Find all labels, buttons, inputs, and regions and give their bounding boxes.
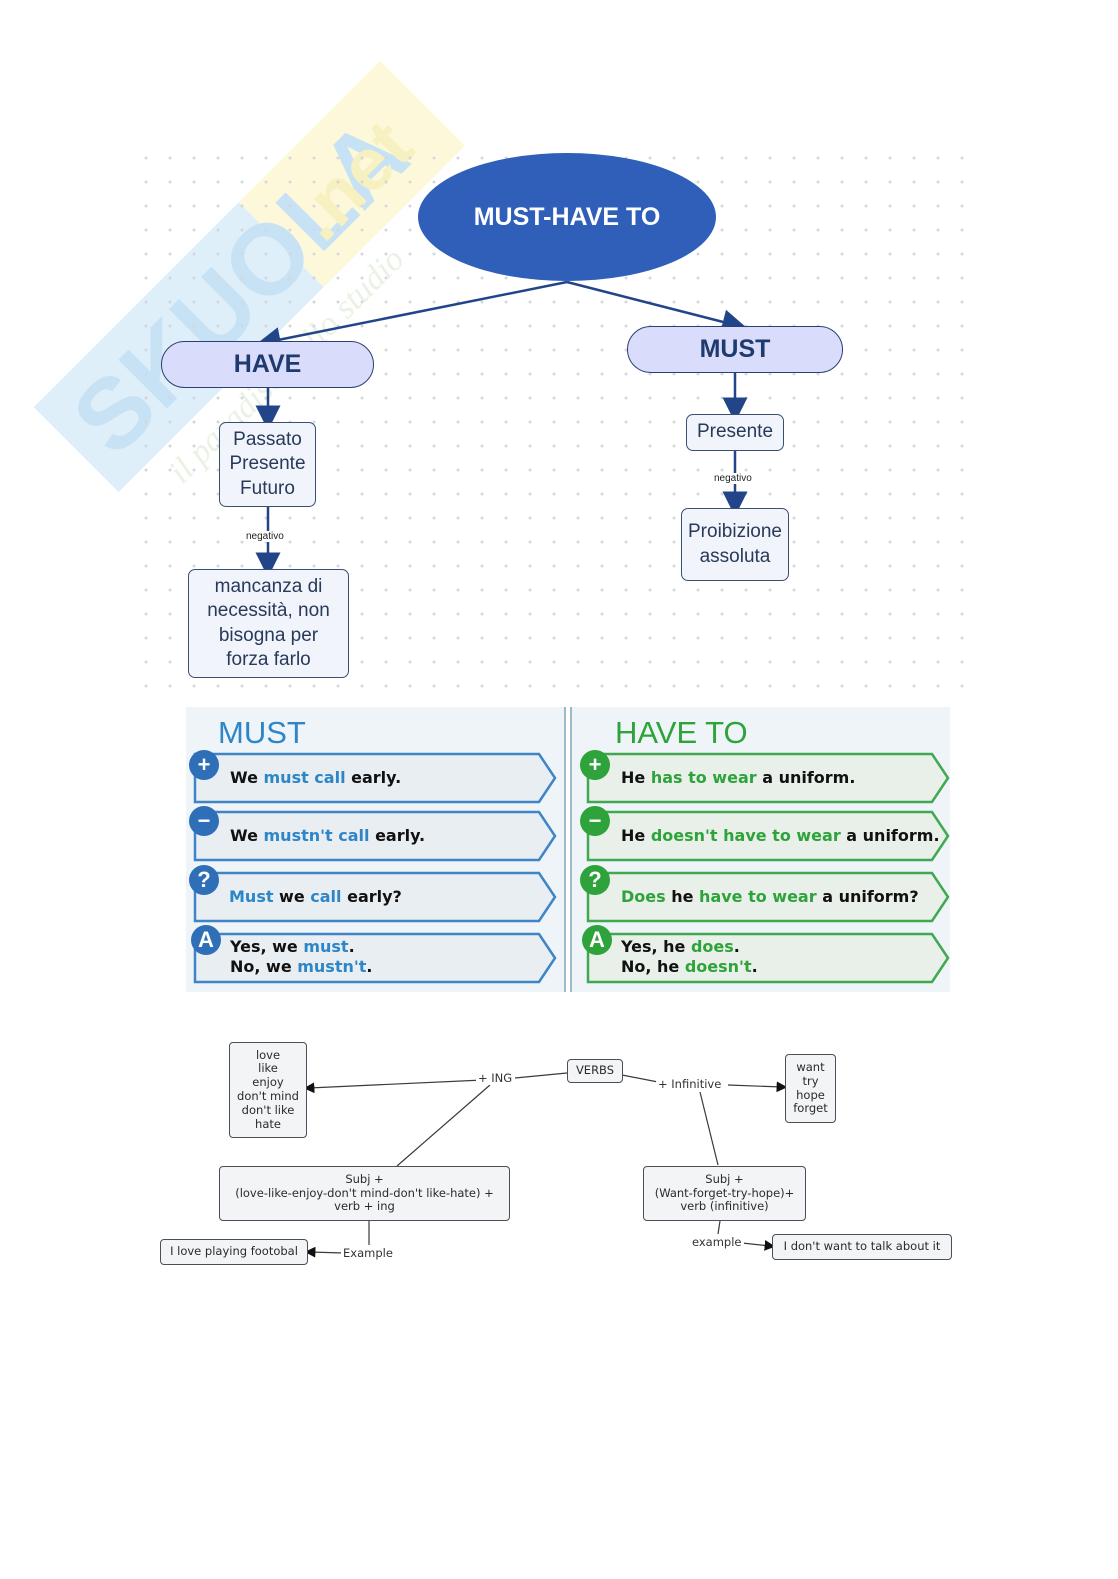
ing-verbs-box: love like enjoy don't mind don't like ha… <box>229 1042 307 1138</box>
have-to-affirmative-row: He has to wear a uniform. <box>621 768 856 787</box>
ing-example-box: I love playing footobal <box>160 1239 308 1265</box>
separator-bottom <box>146 1280 972 1284</box>
must-label: MUST <box>699 335 771 363</box>
must-negative-row: We mustn't call early. <box>230 826 426 845</box>
infinitive-verbs-box: want try hope forget <box>785 1054 836 1123</box>
infinitive-label: + Infinitive <box>656 1077 724 1091</box>
must-affirmative-row: We must call early. <box>230 768 402 787</box>
must-answer-badge: A <box>191 925 221 955</box>
must-question-badge: ? <box>189 865 219 895</box>
have-to-answer-row: Yes, he does. No, he doesn't. <box>621 937 758 976</box>
have-to-negative-row: He doesn't have to wear a uniform. <box>621 826 940 845</box>
have-meaning-box: mancanza di necessità, non bisogna per f… <box>188 569 349 678</box>
infinitive-example-box: I don't want to talk about it <box>772 1234 952 1260</box>
must-answer-row: Yes, we must. No, we mustn't. <box>230 937 373 976</box>
must-tense-box: Presente <box>686 414 784 451</box>
verbs-map-connectors <box>303 1072 788 1258</box>
must-node: MUST <box>627 326 843 373</box>
must-row-arrows <box>193 752 557 984</box>
have-to-question-row: Does he have to wear a uniform? <box>621 887 919 906</box>
must-panel-title: MUST <box>218 715 306 750</box>
have-to-question-badge: ? <box>580 865 610 895</box>
have-label: HAVE <box>233 350 302 378</box>
ing-rule-box: Subj + (love-like-enjoy-don't mind-don't… <box>219 1166 510 1221</box>
separator-top <box>146 1025 972 1029</box>
must-negative-label: negativo <box>713 473 753 484</box>
infinitive-rule-box: Subj + (Want-forget-try-hope)+ verb (inf… <box>643 1166 806 1221</box>
title-text: MUST-HAVE TO <box>473 202 661 231</box>
have-to-negative-badge: − <box>580 806 610 836</box>
top-map-connectors <box>255 280 748 578</box>
have-to-row-arrows <box>586 752 950 984</box>
have-to-panel: HAVE TO <box>570 707 950 992</box>
infinitive-example-label: example <box>690 1235 744 1249</box>
must-meaning-box: Proibizione assoluta <box>681 508 789 581</box>
ing-example-label: Example <box>341 1246 395 1260</box>
must-question-row: Must we call early? <box>229 887 402 906</box>
must-panel: MUST <box>186 707 566 992</box>
verbs-node: VERBS <box>567 1059 623 1083</box>
have-node: HAVE <box>161 341 374 388</box>
have-negative-label: negativo <box>245 531 285 542</box>
must-affirmative-badge: + <box>189 750 219 780</box>
have-to-affirmative-badge: + <box>580 750 610 780</box>
ing-label: + ING <box>476 1071 515 1085</box>
have-to-answer-badge: A <box>582 925 612 955</box>
title-node: MUST-HAVE TO <box>418 153 716 281</box>
must-negative-badge: − <box>189 806 219 836</box>
have-tenses-box: Passato Presente Futuro <box>219 422 316 507</box>
have-to-panel-title: HAVE TO <box>615 715 748 750</box>
